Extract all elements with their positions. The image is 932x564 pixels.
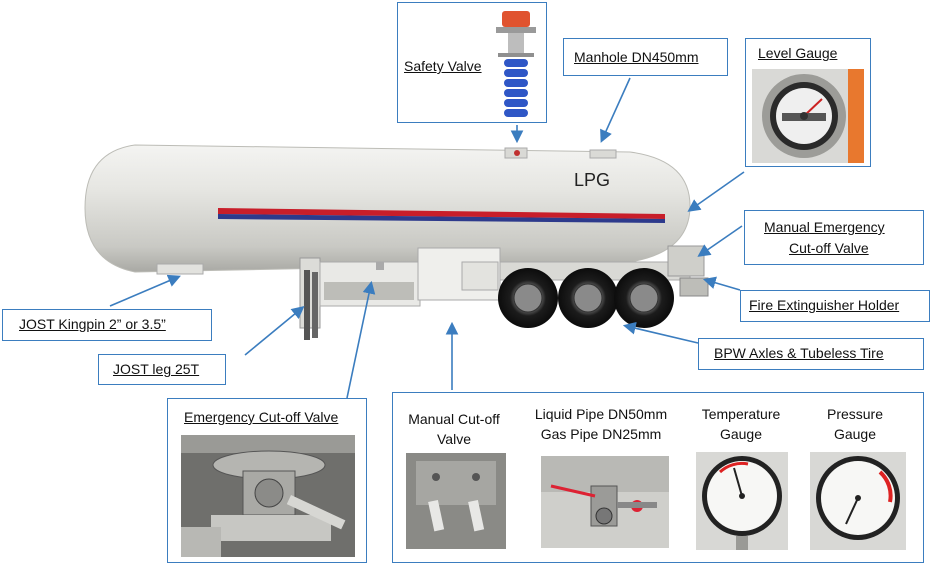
emergency-cutoff-image <box>181 435 355 557</box>
axles-callout: BPW Axles & Tubeless Tire <box>698 338 924 370</box>
component-manual-cutoff-caption: Manual Cut-off Valve <box>395 409 513 449</box>
level-gauge-callout: Level Gauge <box>745 38 871 167</box>
level-gauge-image <box>752 69 864 163</box>
axles-label: BPW Axles & Tubeless Tire <box>714 345 884 361</box>
manhole-callout: Manhole DN450mm <box>563 38 728 76</box>
component-title-line2: Gauge <box>833 426 877 442</box>
manual-emergency-label-line2: Cut-off Valve <box>789 240 869 256</box>
safety-valve-callout: Safety Valve <box>397 2 547 123</box>
pressure-gauge-image <box>810 452 906 550</box>
component-pressure-caption: Pressure Gauge <box>803 404 907 444</box>
manual-emergency-label-line1: Manual Emergency <box>764 219 885 235</box>
pipes-image <box>541 456 669 548</box>
emergency-cutoff-callout: Emergency Cut-off Valve <box>167 398 367 563</box>
fire-extinguisher-label: Fire Extinguisher Holder <box>749 297 900 313</box>
component-pipes-caption: Liquid Pipe DN50mm Gas Pipe DN25mm <box>519 404 683 444</box>
component-title-line1: Liquid Pipe DN50mm <box>534 406 668 422</box>
components-panel: Manual Cut-off Valve Liquid Pipe DN50mm … <box>392 392 924 563</box>
temperature-gauge-image <box>696 452 788 550</box>
component-title-line2: Gas Pipe DN25mm <box>540 426 662 442</box>
component-title-line1: Manual Cut-off <box>408 411 500 427</box>
emergency-cutoff-label: Emergency Cut-off Valve <box>184 409 339 425</box>
manual-emergency-callout: Manual Emergency Cut-off Valve <box>744 210 924 265</box>
manhole-label: Manhole DN450mm <box>574 49 699 65</box>
jost-leg-callout: JOST leg 25T <box>98 354 226 385</box>
component-title-line2: Valve <box>437 431 471 447</box>
jost-leg-label: JOST leg 25T <box>113 361 200 377</box>
kingpin-callout: JOST Kingpin 2” or 3.5” <box>2 309 212 341</box>
component-title-line2: Gauge <box>719 426 763 442</box>
tank-lpg-text: LPG <box>574 170 610 190</box>
component-title-line1: Temperature <box>701 406 781 422</box>
manual-cutoff-image <box>406 453 506 549</box>
safety-valve-image <box>496 11 536 117</box>
fire-extinguisher-callout: Fire Extinguisher Holder <box>740 290 930 322</box>
level-gauge-label: Level Gauge <box>758 45 838 61</box>
component-temperature-caption: Temperature Gauge <box>689 404 793 444</box>
tires <box>498 268 674 328</box>
component-title-line1: Pressure <box>826 406 884 422</box>
safety-valve-label: Safety Valve <box>404 58 482 74</box>
kingpin-label: JOST Kingpin 2” or 3.5” <box>19 316 166 332</box>
